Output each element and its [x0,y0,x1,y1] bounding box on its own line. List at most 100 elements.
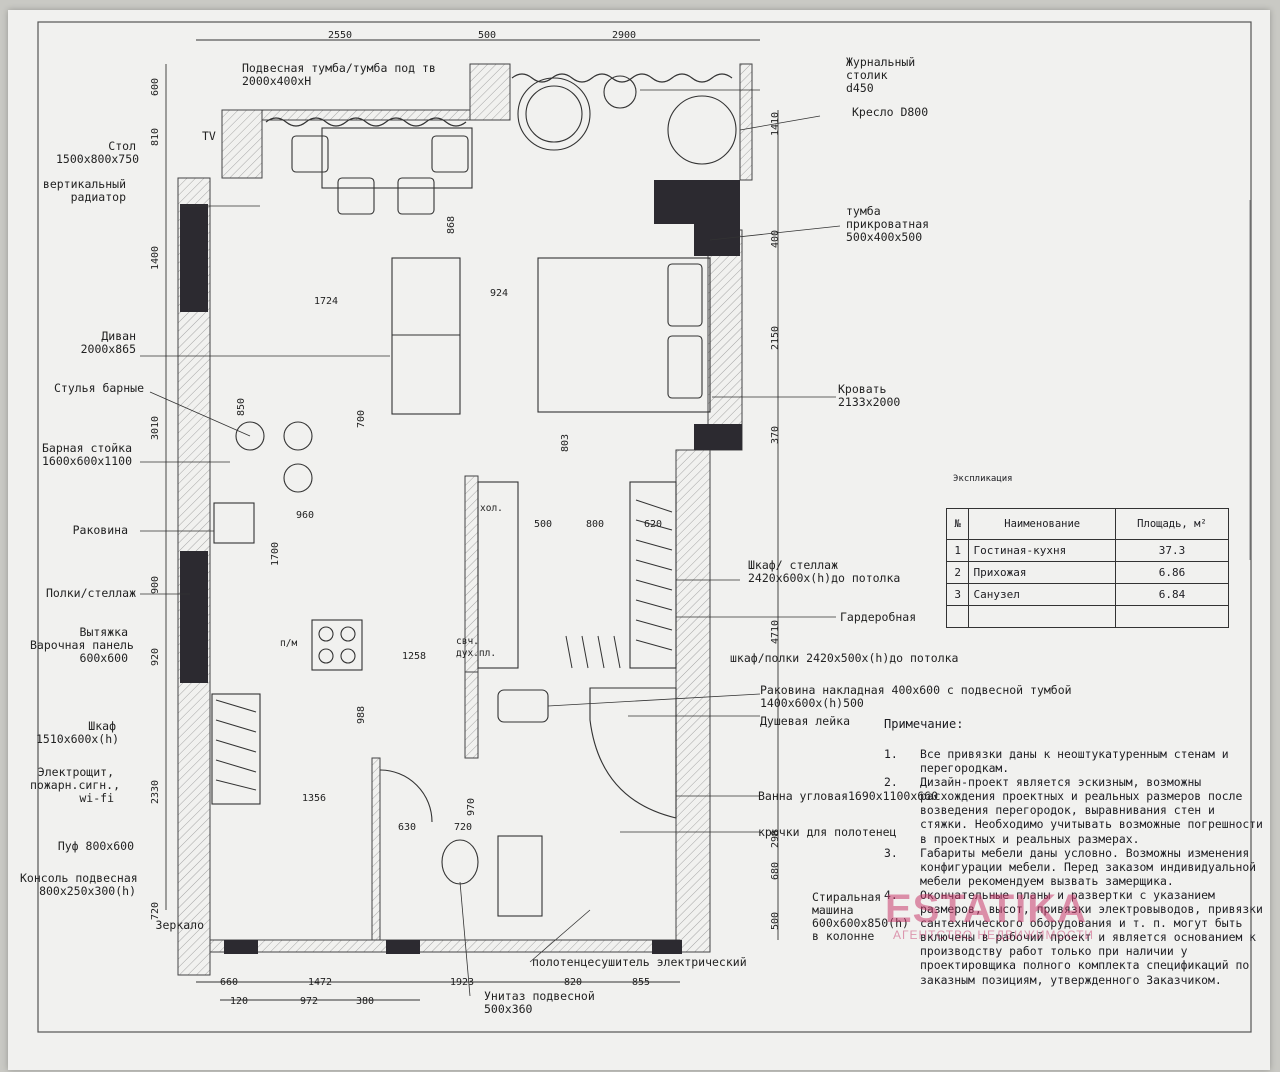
dim-inner: 850 [236,397,247,416]
dim-bottom: 380 [356,996,375,1007]
dim-bottom: 1472 [308,977,333,988]
label-bar-counter: Барная стойка 1600x600x1100 [41,441,132,468]
label-fridge: хол. [480,503,503,514]
column [694,424,742,450]
dim-top: 2550 [328,30,353,41]
bathtub-shape [589,687,677,819]
watermark-logo: ESTATIKA [885,887,1088,931]
cell-area: 6.86 [1114,561,1230,584]
coffee-table-shape [603,75,637,109]
label-sink-overlay: Раковина накладная 400x600 с подвесной т… [760,683,1072,710]
dim-inner: 988 [356,705,367,724]
watermark-subtitle: АГЕНТСТВО НЕДВИЖИМОСТИ [893,928,1095,942]
label-pouf: Пуф 800x600 [57,839,134,853]
note-item: 4. Окончательные планы и развертки с ука… [884,888,1264,987]
note-text: Дизайн-проект является эскизным, возможн… [920,775,1263,846]
column [386,940,420,954]
dim-right: 290 [770,829,781,848]
table-shape [321,127,473,189]
label-table: Стол 1500x800x750 [56,139,140,166]
cell-area: 37.3 [1114,539,1230,562]
column-header: Площадь, м² [1114,508,1230,540]
sink-shape [213,502,255,544]
table-row [945,605,1230,628]
dim-bottom: 1923 [450,977,475,988]
wall-bath [464,671,479,759]
sofa-shape [391,257,461,415]
note-number: 3. [884,845,898,860]
column [180,551,208,683]
label-radiator: вертикальный радиатор [42,177,126,204]
chair [397,177,435,215]
cell-number: 2 [945,561,970,584]
dim-right: 4710 [770,619,781,644]
column [180,204,208,312]
label-sofa: Диван 2000x865 [80,329,136,356]
dim-left: 900 [150,575,161,594]
note-text: Все привязки даны к неоштукатуренным сте… [920,747,1229,776]
pillow [667,335,703,399]
cell-area [1114,605,1230,628]
rack-shape [477,481,519,669]
dim-inner: 1356 [302,793,327,804]
leader-lines [140,89,841,997]
label-tv-stand: Подвесная тумба/тумба под тв 2000x400xH [242,61,436,88]
dim-top: 500 [478,30,497,41]
label-wardrobe: Шкаф 1510x600x(h) [36,719,120,746]
dim-inner: 630 [398,822,417,833]
cell-number [945,605,970,628]
dim-bottom: 120 [230,996,249,1007]
dim-left: 600 [150,77,161,96]
dim-right: 680 [770,861,781,880]
note-number: 4. [884,887,898,902]
cell-name: Санузел [968,583,1116,606]
pillow [667,263,703,327]
dim-inner: 924 [490,288,509,299]
dim-inner: 868 [446,215,457,234]
table-row: 1 Гостиная-кухня 37.3 [945,539,1230,562]
note-text: Окончательные планы и развертки с указан… [920,887,1263,987]
wardrobe-shape [211,693,261,805]
curtain [511,73,733,83]
armchair-shape [517,77,591,151]
dim-inner: 970 [466,797,477,816]
dim-inner: 803 [560,433,571,452]
label-microwave: свч. дух.пл. [456,636,497,659]
wall-right-top [739,63,753,181]
wall-entry [371,757,381,941]
note-number: 1. [884,747,898,761]
dim-bottom: 855 [632,977,651,988]
dim-left: 1400 [150,245,161,270]
column-header: Наименование [968,508,1116,540]
cell-name: Прихожая [968,561,1116,584]
dim-left: 720 [150,901,161,920]
column [652,940,682,954]
label-dressing: Гардеробная [840,610,917,624]
explication-title: Экспликация [953,474,1013,484]
notes-list: 1. Все привязки даны к неоштукатуренным … [884,747,1264,987]
wall-core [464,475,479,673]
note-item: 1. Все привязки даны к неоштукатуренным … [884,747,1264,775]
label-coffee-table: Журнальный столик d450 [846,55,916,95]
cell-name: Гостиная-кухня [968,539,1116,562]
wall-top-left [221,109,263,179]
bar-stool [283,421,313,451]
dim-right: 1410 [770,111,781,136]
dim-top: 2900 [612,30,637,41]
label-tv: TV [202,129,216,143]
label-shelves: Полки/стеллаж [45,586,136,600]
chair [431,135,469,173]
bar-stool [235,421,265,451]
dim-left: 2330 [150,779,161,804]
label-bed: Кровать 2133x2000 [838,382,901,409]
note-item: 3. Габариты мебели даны условно. Возможн… [884,846,1264,888]
dim-bottom: 820 [564,977,583,988]
label-cabinet-rack: Шкаф/ стеллаж 2420x600x(h)до потолка [748,558,901,585]
dim-right: 500 [770,911,781,930]
label-towel-dryer: полотенцесушитель электрический [532,955,747,969]
dim-left: 810 [150,127,161,146]
label-toilet: Унитаз подвесной 500x360 [484,989,595,1016]
dimension-lines [165,39,779,1001]
toilet-shape [441,839,479,885]
